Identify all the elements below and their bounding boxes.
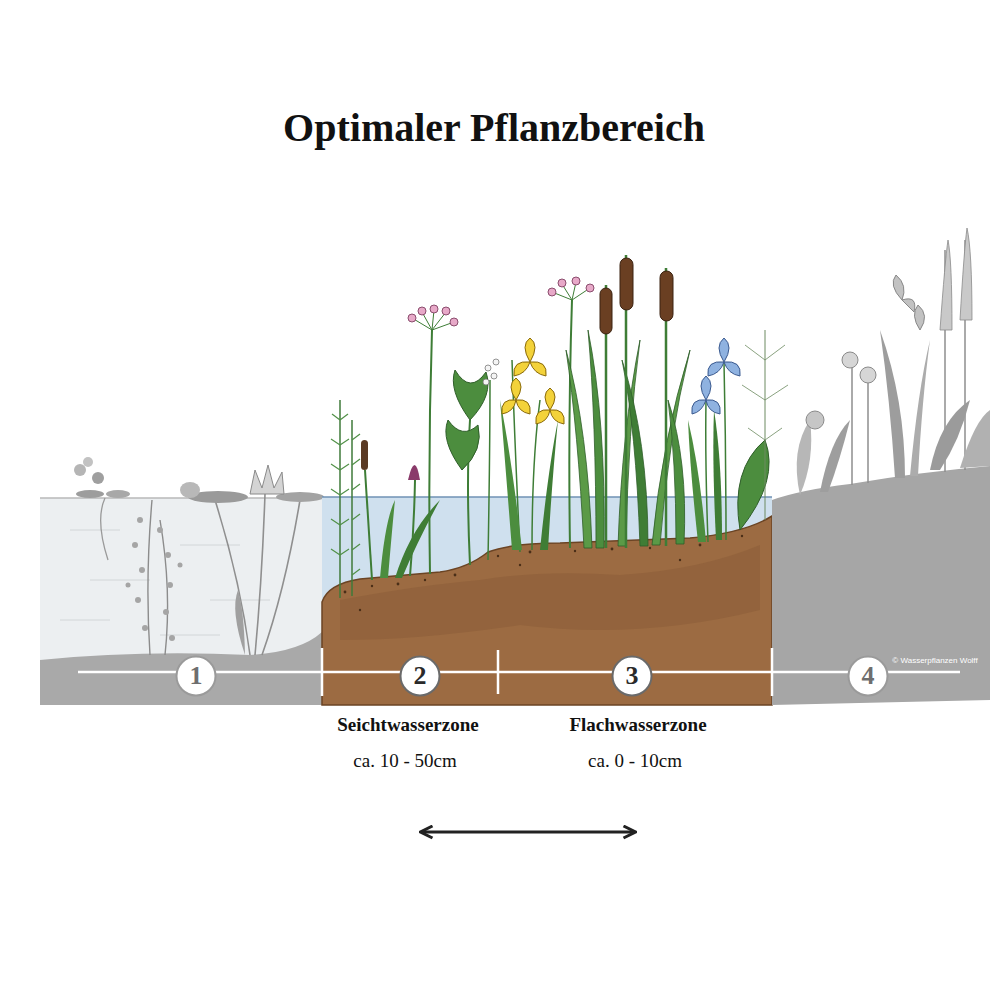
water [40, 498, 322, 663]
zone-number-circle: 3 [611, 655, 653, 697]
submerged-plant [148, 500, 168, 655]
floating-plant [74, 457, 130, 560]
zone-name: Flachwasserzone [569, 714, 706, 736]
zone-deep-water [40, 457, 324, 705]
zone-name: Seichtwasserzone [337, 714, 478, 736]
zone-tick [497, 650, 500, 694]
zone-bank [772, 228, 990, 705]
shallow-zone-plants [331, 305, 499, 598]
water-lily [180, 465, 324, 655]
zone-number-circle: 1 [175, 655, 217, 697]
zone-tick [321, 648, 324, 696]
zone-number-circle: 2 [399, 655, 441, 697]
zone-tick [771, 648, 774, 696]
bank-plants [797, 228, 990, 495]
ground [772, 466, 990, 705]
zone-number-circle: 4 [847, 655, 889, 697]
diagram-title: Optimaler Pflanzbereich [283, 104, 705, 151]
callout-number: 3 [626, 661, 639, 691]
zone-depth: ca. 0 - 10cm [588, 750, 682, 772]
circle-shape [613, 657, 652, 696]
callout-number: 4 [862, 661, 875, 691]
zone-depth: ca. 10 - 50cm [353, 750, 456, 772]
circle-shape [849, 657, 888, 696]
zone-scale [78, 648, 960, 696]
range-arrow [422, 831, 634, 834]
callout-number: 1 [190, 661, 203, 691]
submerged-leaves [126, 517, 183, 641]
circle-shape [177, 657, 216, 696]
callout-number: 2 [414, 661, 427, 691]
marsh-zone-plants [500, 255, 788, 552]
watermark: © Wasserpflanzen Wolff [892, 656, 977, 665]
ground [40, 632, 322, 705]
circle-shape [401, 657, 440, 696]
